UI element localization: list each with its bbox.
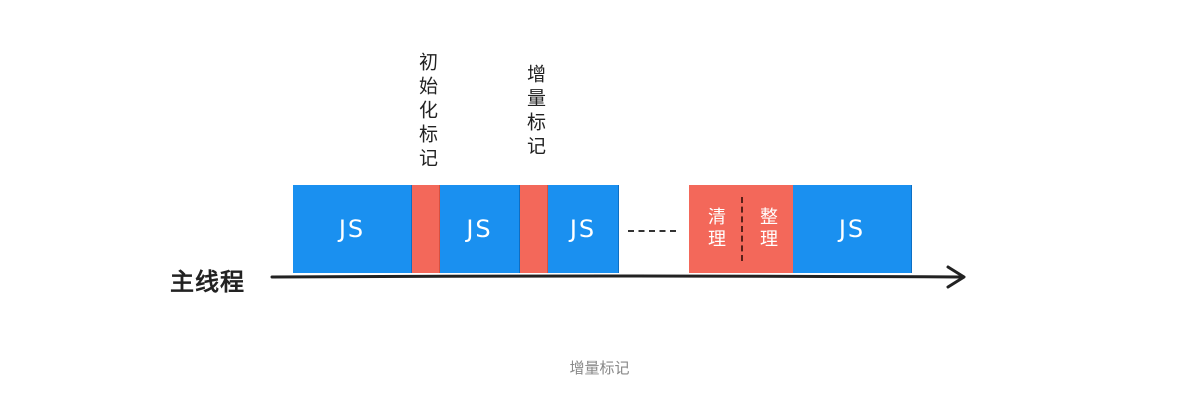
axis-arrowhead-icon bbox=[946, 265, 966, 289]
incremental-mark-label: 增量标记 bbox=[524, 64, 546, 160]
js-block-label: JS bbox=[838, 215, 866, 243]
gc-divider bbox=[741, 197, 743, 261]
js-block-3: JS bbox=[548, 185, 619, 273]
js-block-1: JS bbox=[293, 185, 412, 273]
gc-block: 清理 整理 bbox=[689, 185, 793, 273]
initial-mark-block bbox=[412, 185, 440, 273]
js-block-2: JS bbox=[440, 185, 520, 273]
js-block-label: JS bbox=[466, 215, 493, 243]
initial-mark-label: 初始化标记 bbox=[416, 52, 438, 172]
compact-label: 整理 bbox=[757, 207, 778, 251]
js-block-label: JS bbox=[569, 215, 597, 243]
figure-caption: 增量标记 bbox=[569, 359, 630, 377]
js-block-label: JS bbox=[338, 215, 366, 243]
ellipsis-dashes bbox=[628, 230, 676, 232]
js-block-4: JS bbox=[793, 185, 912, 273]
incremental-mark-block bbox=[520, 185, 548, 273]
axis-line bbox=[270, 274, 962, 279]
cleanup-label: 清理 bbox=[705, 207, 726, 251]
axis-label: 主线程 bbox=[170, 268, 245, 296]
